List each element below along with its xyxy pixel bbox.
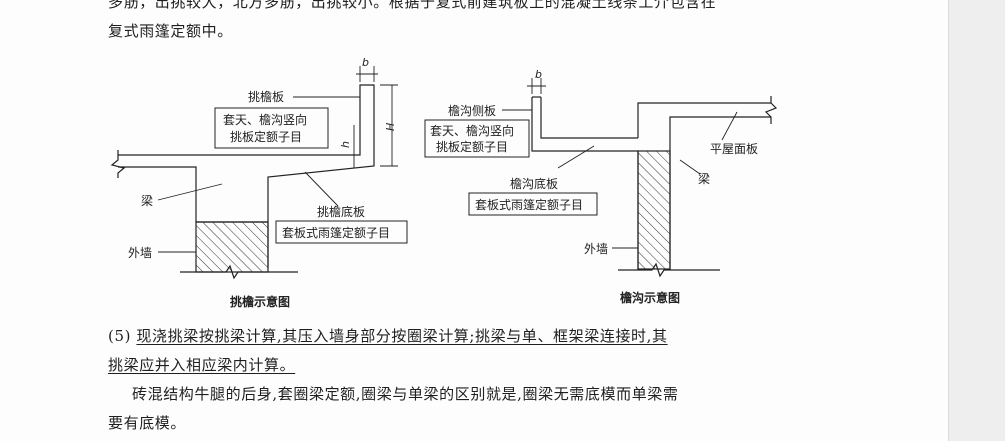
paragraph-6-line1: 砖混结构牛腿的后身,套圈梁定额,圈梁与单梁的区别就是,圈梁无需底模而单梁需 [132, 385, 679, 403]
viewer-gutter [948, 0, 1005, 441]
paragraph-6-line2: 要有底模。 [108, 414, 187, 432]
paragraph-5-line1: (5) 现浇挑梁按挑梁计算,其压入墙身部分按圈梁计算;挑梁与单、框架梁连接时,其 [108, 325, 668, 346]
box1-line2: 挑板定额子目 [230, 129, 302, 144]
label-cornice-board: 挑檐板 [248, 90, 284, 104]
box1-line1: 套天、檐沟竖向 [430, 123, 514, 138]
dim-b: b [362, 56, 369, 69]
dim-b: b [535, 68, 542, 81]
box2-text: 套板式雨篷定额子目 [475, 197, 583, 212]
para5-underlined-2: 挑梁应并入相应梁内计算。 [108, 356, 296, 374]
text-line: 复式雨篷定额中。 [108, 22, 233, 40]
label-roof-slab: 平屋面板 [710, 142, 758, 156]
label-gutter-side-board: 檐沟侧板 [448, 104, 496, 118]
para5-prefix: (5) [108, 327, 137, 345]
figures: 挑檐板 套天、檐沟竖向 挑板定额子目 挑檐底板 套板式雨篷定额子目 梁 外墙 b… [110, 56, 778, 309]
cornice-figure [110, 66, 408, 280]
para5-underlined-1: 现浇挑梁按挑梁计算,其压入墙身部分按圈梁计算;挑梁与单、框架梁连接时,其 [136, 327, 668, 345]
box1-line2: 挑板定额子目 [436, 139, 508, 154]
text-line-partial: 多筋，出挑较大，北方多筋，出挑较小。根据于复式前建筑板上的混凝土线条工介包含在 [108, 0, 717, 11]
label-gutter-bottom: 檐沟底板 [510, 176, 558, 191]
caption-cornice: 挑檐示意图 [230, 294, 290, 309]
document-page: 多筋，出挑较大，北方多筋，出挑较小。根据于复式前建筑板上的混凝土线条工介包含在 … [0, 0, 948, 441]
label-wall: 外墙 [128, 246, 152, 260]
dim-H: H [384, 123, 397, 131]
gutter-figure [424, 78, 778, 278]
dim-h: h [339, 141, 352, 148]
label-beam: 梁 [141, 193, 153, 208]
label-beam: 梁 [698, 171, 710, 186]
box1-line1: 套天、檐沟竖向 [223, 112, 307, 127]
paragraph-5-line2: 挑梁应并入相应梁内计算。 [108, 354, 295, 375]
caption-gutter: 檐沟示意图 [620, 290, 680, 305]
label-wall: 外墙 [584, 242, 608, 256]
box2-text: 套板式雨篷定额子目 [282, 225, 390, 240]
label-cornice-bottom: 挑檐底板 [317, 204, 365, 219]
